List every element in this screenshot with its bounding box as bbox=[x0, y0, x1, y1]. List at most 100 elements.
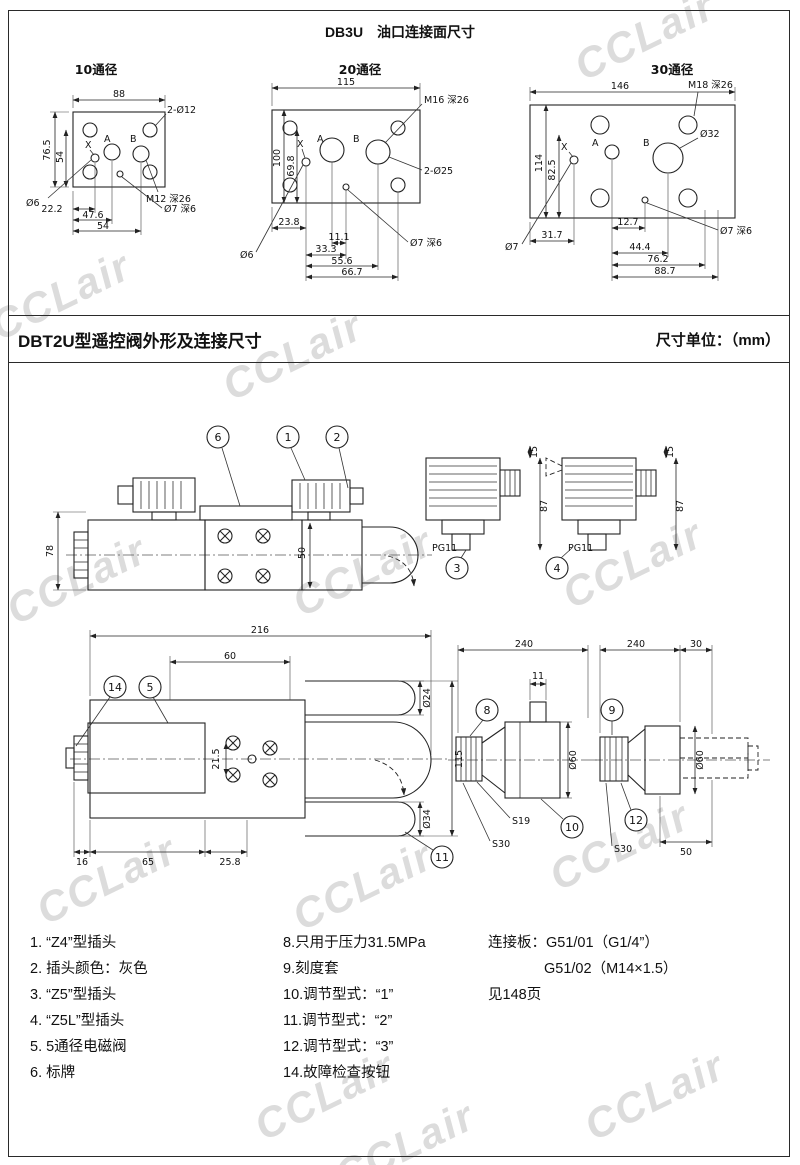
connector-view-4: PG11 15 87 4 bbox=[545, 445, 686, 580]
dim-label: 31.7 bbox=[541, 230, 562, 241]
section-title: DBT2U型遥控阀外形及连接尺寸 bbox=[18, 331, 262, 351]
dim-label: 65 bbox=[142, 857, 154, 868]
callout-3: 3 bbox=[454, 562, 461, 575]
dim-label: Ø7 深6 bbox=[720, 226, 752, 237]
valve-side-view: 6 1 2 78 50 bbox=[45, 425, 432, 591]
dim-label: Ø60 bbox=[695, 750, 706, 770]
port-label-b: B bbox=[130, 134, 137, 145]
port-label-a: A bbox=[104, 134, 111, 145]
dim-label: 47.6 bbox=[82, 210, 103, 221]
section-header: DBT2U型遥控阀外形及连接尺寸 尺寸单位：（mm） bbox=[8, 315, 790, 363]
dim-label: 66.7 bbox=[341, 267, 362, 278]
callout-12: 12 bbox=[629, 814, 643, 827]
dim-label: 87 bbox=[539, 500, 550, 512]
legend-item: 10.调节型式：“1” bbox=[283, 987, 394, 1003]
dim-label: S30 bbox=[492, 839, 510, 850]
adjust-view-type1: 240 11 Ø60 8 10 S19 S30 bbox=[448, 639, 600, 850]
dim-label: PG11 bbox=[432, 543, 457, 554]
legend-item: 6. 标牌 bbox=[30, 1065, 76, 1081]
callout-11: 11 bbox=[435, 851, 449, 864]
dim-label: 78 bbox=[45, 545, 56, 557]
dim-label: 11.1 bbox=[328, 232, 349, 243]
callout-2: 2 bbox=[334, 431, 341, 444]
dim-label: 23.8 bbox=[278, 217, 299, 228]
dim-label: 30 bbox=[690, 639, 702, 650]
dim-label: 100 bbox=[272, 149, 283, 167]
dim-label: Ø7 深6 bbox=[410, 238, 442, 249]
dim-label: 146 bbox=[611, 81, 629, 92]
flange-30-drawing: 30通径 X A B 146 M18 深26 Ø32 114 82.5 bbox=[505, 62, 752, 281]
port-label-a: A bbox=[592, 138, 599, 149]
dim-label: PG11 bbox=[568, 543, 593, 554]
dim-label: 15 bbox=[529, 446, 540, 458]
valve-top-view: 216 60 21.5 Ø24 Ø34 115 16 65 25.8 14 bbox=[65, 625, 465, 869]
port-label-b: B bbox=[353, 134, 360, 145]
legend-item: 11.调节型式：“2” bbox=[283, 1013, 393, 1029]
flange-10-drawing: 10通径 X A B 88 76.5 54 2-Ø12 M12 深26 Ø7 深… bbox=[26, 62, 196, 235]
legend-col-2: 8.只用于压力31.5MPa 9.刻度套 10.调节型式：“1” 11.调节型式… bbox=[283, 930, 426, 1086]
callout-4: 4 bbox=[554, 562, 561, 575]
dim-label: Ø24 bbox=[422, 688, 433, 708]
callout-6: 6 bbox=[215, 431, 222, 444]
dim-label: 88 bbox=[113, 89, 125, 100]
dim-label: 60 bbox=[224, 651, 236, 662]
dim-label: Ø60 bbox=[568, 750, 579, 770]
dim-label: M12 深26 bbox=[146, 194, 191, 205]
dim-label: Ø32 bbox=[700, 129, 720, 140]
dim-label: S30 bbox=[614, 844, 632, 855]
dim-label: Ø7 深6 bbox=[164, 204, 196, 215]
port-label-b: B bbox=[643, 138, 650, 149]
port-label-a: A bbox=[317, 134, 324, 145]
dim-label: 33.3 bbox=[315, 244, 336, 255]
legend-item: 3. “Z5”型插头 bbox=[30, 987, 117, 1003]
dim-label: 44.4 bbox=[629, 242, 650, 253]
dim-label: Ø7 bbox=[505, 242, 519, 253]
legend-item: 见148页 bbox=[488, 987, 542, 1003]
legend-col-1: 1. “Z4”型插头 2. 插头颜色：灰色 3. “Z5”型插头 4. “Z5L… bbox=[30, 930, 148, 1086]
legend-col-3: 连接板：G51/01（G1/4”） G51/02（M14×1.5） 见148页 bbox=[488, 930, 677, 1008]
legend-item: 1. “Z4”型插头 bbox=[30, 935, 117, 951]
legend-item: 2. 插头颜色：灰色 bbox=[30, 961, 148, 977]
callout-5: 5 bbox=[147, 681, 154, 694]
dim-label: 16 bbox=[76, 857, 88, 868]
dim-label: 69.8 bbox=[286, 155, 297, 176]
legend-item: 连接板：G51/01（G1/4”） bbox=[488, 935, 659, 951]
dim-label: M16 深26 bbox=[424, 95, 469, 106]
dim-label: Ø6 bbox=[26, 198, 40, 209]
port-label-x: X bbox=[561, 142, 568, 153]
dim-label: 88.7 bbox=[654, 266, 675, 277]
callout-9: 9 bbox=[609, 704, 616, 717]
dim-label: 22.2 bbox=[41, 204, 62, 215]
connector-view-3: PG11 15 87 3 bbox=[425, 445, 550, 580]
dim-label: 54 bbox=[55, 151, 66, 163]
dim-label: 12.7 bbox=[617, 217, 638, 228]
dim-label: 50 bbox=[680, 847, 692, 858]
dim-label: 115 bbox=[337, 77, 355, 88]
legend-item: G51/02（M14×1.5） bbox=[544, 961, 678, 977]
top-section-title: DB3U 油口连接面尺寸 bbox=[324, 24, 476, 40]
flange-10-label: 10通径 bbox=[75, 62, 118, 77]
dim-label: S19 bbox=[512, 816, 530, 827]
dim-label: 2-Ø25 bbox=[424, 166, 453, 177]
dim-label: 15 bbox=[665, 446, 676, 458]
dim-label: 114 bbox=[534, 154, 545, 172]
legend-item: 4. “Z5L”型插头 bbox=[30, 1013, 125, 1029]
legend-item: 14.故障检查按钮 bbox=[283, 1065, 391, 1081]
flange-30-label: 30通径 bbox=[651, 62, 694, 77]
port-label-x: X bbox=[297, 139, 304, 150]
dim-label: 115 bbox=[454, 750, 465, 768]
dim-label: 2-Ø12 bbox=[167, 105, 196, 116]
legend-item: 9.刻度套 bbox=[283, 961, 339, 977]
dim-label: 76.2 bbox=[647, 254, 668, 265]
flange-20-drawing: 20通径 X A B 115 100 69.8 M16 深26 2-Ø25 Ø6 bbox=[240, 62, 469, 281]
dim-label: 55.6 bbox=[331, 256, 352, 267]
dim-label: Ø6 bbox=[240, 250, 254, 261]
dim-label: 21.5 bbox=[211, 748, 222, 769]
legend-item: 8.只用于压力31.5MPa bbox=[283, 935, 426, 951]
dim-label: 240 bbox=[627, 639, 645, 650]
dim-label: M18 深26 bbox=[688, 80, 733, 91]
dim-label: 82.5 bbox=[547, 159, 558, 180]
dim-label: 11 bbox=[532, 671, 544, 682]
